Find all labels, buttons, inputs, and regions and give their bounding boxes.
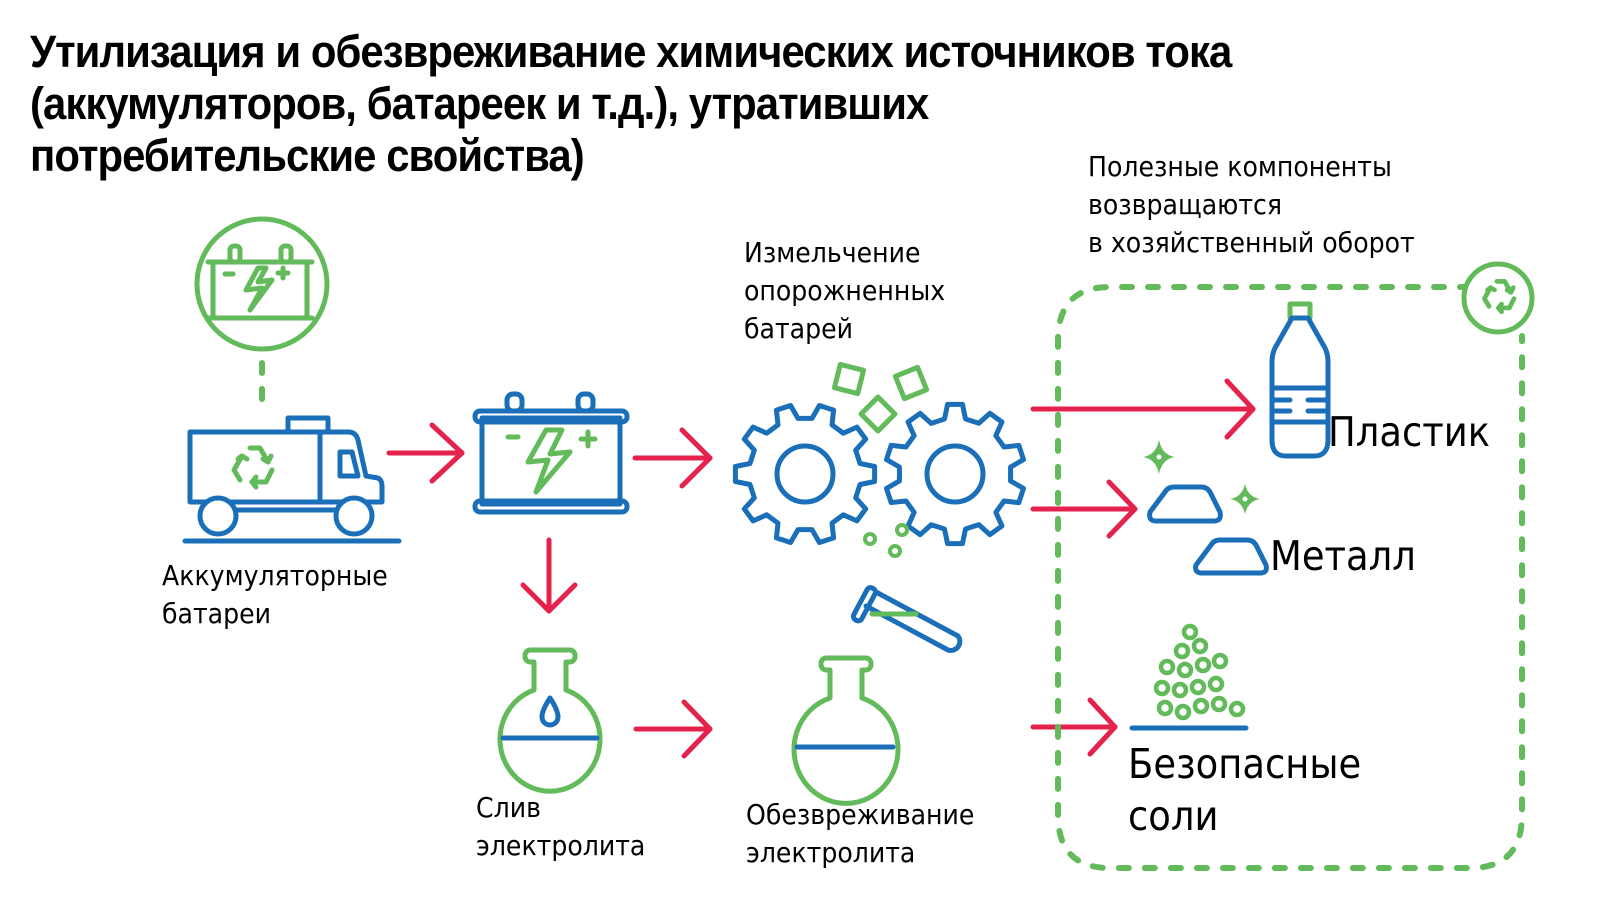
label-line: электролита [476, 829, 646, 862]
salt-grain [1153, 679, 1171, 697]
arrow-to-salts [1030, 697, 1118, 757]
salt-grain [1207, 675, 1225, 693]
salt-grain [1181, 623, 1199, 641]
salt-grain [1158, 658, 1176, 676]
label-batteries: Аккумуляторные батареи [162, 557, 388, 633]
diagram-title: Утилизация и обезвреживание химических и… [30, 26, 1425, 182]
arrow-to-drain [520, 537, 578, 614]
arrow-to-neutralize [633, 699, 713, 759]
label-line: электролита [746, 836, 916, 869]
label-line: батареи [162, 597, 271, 630]
label-useful-components: Полезные компоненты возвращаются в хозяй… [1088, 148, 1415, 262]
useful-components-frame [1055, 284, 1525, 871]
salt-grain [1191, 637, 1209, 655]
flask-test-tube-icon [791, 585, 963, 806]
label-line: Безопасные [1128, 740, 1362, 788]
label-crushing: Измельчение опорожненных батарей [744, 234, 945, 348]
salt-grain [1174, 703, 1192, 721]
salt-grain [1194, 656, 1212, 674]
arrow-to-metal [1030, 479, 1138, 539]
metal-ingots-icon [1143, 440, 1269, 576]
title-line-2: (аккумуляторов, батареек и т.д.), утрати… [30, 78, 929, 129]
label-neutralize: Обезвреживание электролита [746, 796, 974, 872]
battery-badge-icon [194, 216, 330, 352]
label-line: батарей [744, 312, 853, 345]
title-line-1: Утилизация и обезвреживание химических и… [30, 26, 1232, 77]
label-metal: Металл [1270, 532, 1416, 580]
salt-grain [1189, 678, 1207, 696]
gear-outline [883, 401, 1027, 547]
label-drain: Слив электролита [476, 789, 645, 865]
salt-grain [1228, 700, 1246, 718]
salt-grain [1156, 699, 1174, 717]
arrow-to-plastic [1030, 378, 1256, 440]
label-line: Полезные компоненты [1088, 150, 1392, 183]
gears-icon [732, 361, 1027, 558]
truck-recycle-icon [182, 415, 402, 544]
label-salts: Безопасные соли [1128, 738, 1361, 842]
recycle-icon [1461, 261, 1535, 335]
arrow-to-battery [386, 422, 465, 484]
label-line: в хозяйственный оборот [1088, 226, 1415, 259]
label-line: Обезвреживание [746, 798, 975, 831]
salt-grain [1211, 652, 1229, 670]
salt-grain [1192, 697, 1210, 715]
battery-icon [472, 391, 630, 515]
label-line: Аккумуляторные [162, 559, 388, 592]
salt-grain [1173, 642, 1191, 660]
salt-pile-icon [1153, 623, 1246, 721]
salt-grain [1210, 695, 1228, 713]
label-line: возвращаются [1088, 188, 1283, 221]
gear-outline [732, 403, 878, 545]
title-line-3: потребительские свойства) [30, 130, 585, 181]
flask-drop-icon [497, 647, 603, 794]
label-line: соли [1128, 792, 1219, 840]
salt-grain [1171, 681, 1189, 699]
label-line: Слив [476, 791, 541, 824]
label-line: Измельчение [744, 236, 921, 269]
arrow-to-crushing [632, 427, 713, 489]
bottle-icon [1269, 301, 1331, 459]
label-line: опорожненных [744, 274, 946, 307]
label-plastic: Пластик [1328, 408, 1490, 456]
salt-grain [1176, 661, 1194, 679]
